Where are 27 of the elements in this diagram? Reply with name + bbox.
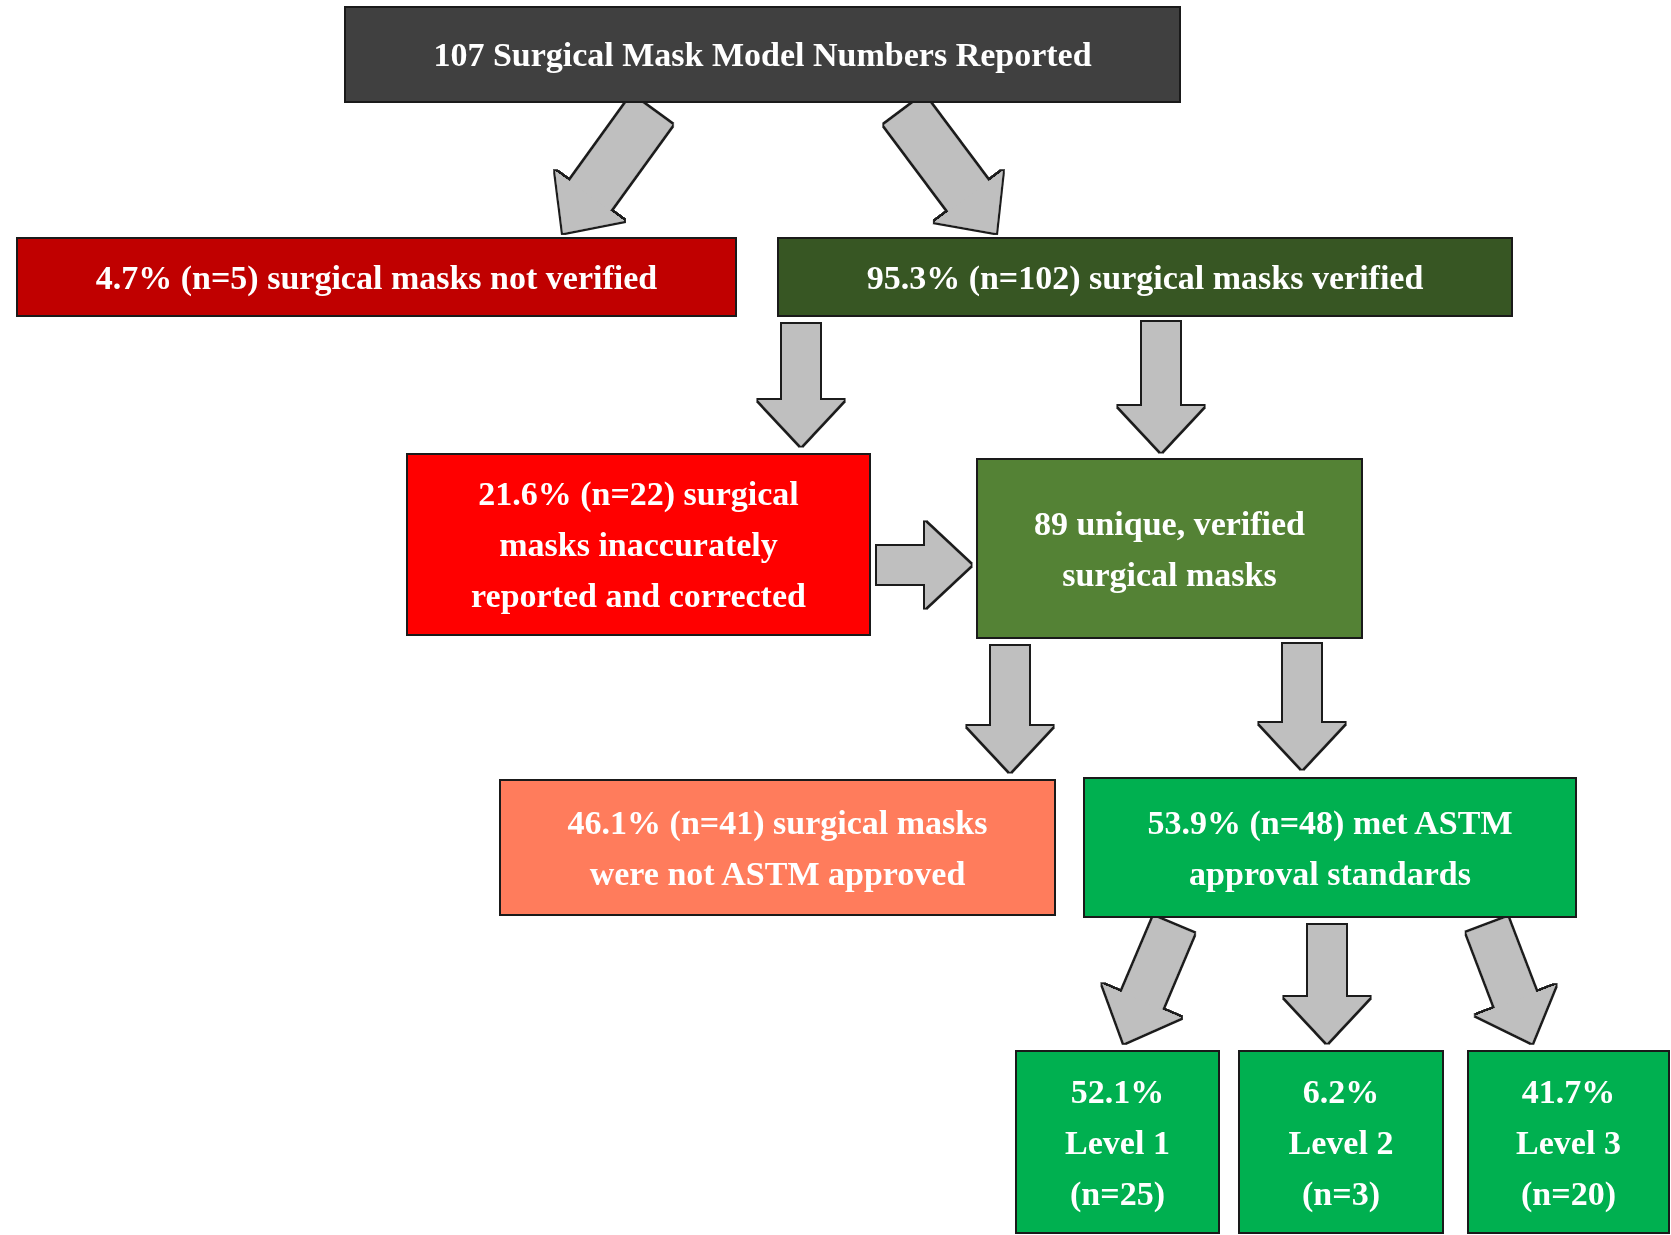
block-arrow	[1259, 644, 1345, 769]
box-label: 41.7% Level 3 (n=20)	[1515, 1071, 1622, 1214]
flow-box	[1467, 1050, 1670, 1234]
flow-box	[499, 779, 1056, 916]
box-label: 46.1% (n=41) surgical masks were not ASTM approved	[566, 802, 989, 894]
box-label: 95.3% (n=102) surgical masks verified	[866, 257, 1424, 298]
flow-box	[1015, 1050, 1220, 1234]
flow-box	[976, 458, 1363, 639]
block-arrow	[877, 522, 971, 608]
flow-box	[406, 453, 871, 636]
box-label: 4.7% (n=5) surgical masks not verified	[95, 257, 658, 298]
block-arrow	[758, 324, 844, 446]
flow-box	[1083, 777, 1577, 918]
flow-box	[16, 237, 737, 317]
box-label: 6.2% Level 2 (n=3)	[1287, 1071, 1395, 1214]
block-arrow	[1118, 322, 1204, 452]
flow-box	[1238, 1050, 1444, 1234]
box-label: 21.6% (n=22) surgical masks inaccurately reported and corrected	[470, 474, 807, 616]
block-arrow	[967, 646, 1053, 772]
box-label: 107 Surgical Mask Model Numbers Reported	[433, 35, 1092, 75]
flow-box	[344, 6, 1181, 103]
box-label: 52.1% Level 1 (n=25)	[1064, 1071, 1171, 1214]
box-label: 53.9% (n=48) met ASTM approval standards	[1146, 802, 1514, 894]
flow-box	[777, 237, 1513, 317]
block-arrow	[1284, 925, 1370, 1043]
block-arrow	[1102, 916, 1195, 1043]
box-label: 89 unique, verified surgical masks	[1032, 503, 1307, 595]
